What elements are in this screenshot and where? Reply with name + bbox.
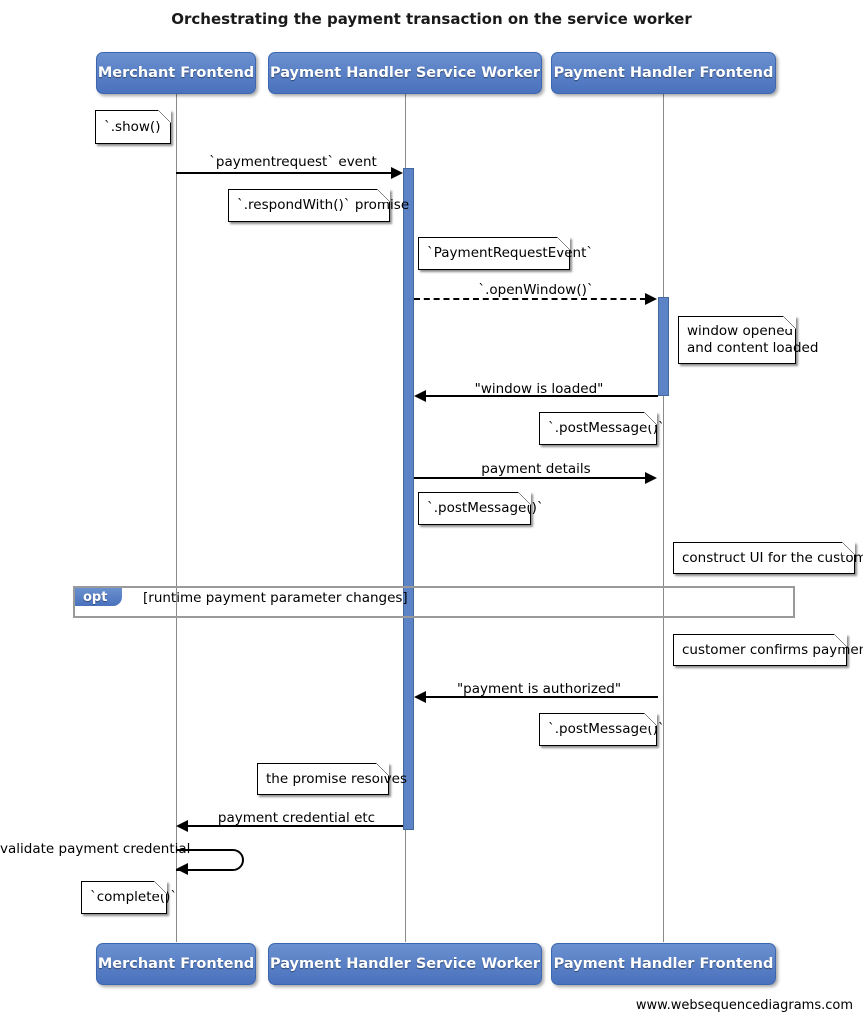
note-respondwith-promise-text: `.respondWith()` promise	[237, 197, 410, 213]
note-customer-confirms-text: customer confirms payment	[682, 641, 863, 658]
note-fold-icon	[644, 412, 657, 425]
note-fold-icon	[518, 492, 531, 505]
message-label-open-window: `.openWindow()`	[478, 282, 594, 298]
note-postmessage-1: `.postMessage()`	[539, 412, 665, 445]
actor-header-payment-handler-frontend[interactable]: Payment Handler Frontend	[551, 52, 776, 94]
note-fold-icon	[154, 881, 167, 894]
note-fold-icon	[376, 763, 389, 776]
note-window-opened: window opened and content loaded	[678, 316, 818, 364]
message-line-window-is-loaded	[426, 395, 658, 397]
activation-payment-handler-frontend	[658, 297, 669, 396]
note-postmessage-1-text: `.postMessage()`	[548, 420, 665, 436]
note-fold-icon	[377, 189, 390, 202]
message-arrowhead-payment-details	[645, 472, 657, 484]
actor-header-merchant-frontend-label: Merchant Frontend	[97, 65, 255, 81]
actor-header-payment-handler-service-worker[interactable]: Payment Handler Service Worker	[268, 52, 542, 94]
note-postmessage-3-text: `.postMessage()`	[548, 721, 665, 737]
note-complete: `complete()`	[81, 881, 177, 914]
message-arrowhead-window-is-loaded	[414, 390, 426, 402]
note-customer-confirms: customer confirms payment	[673, 634, 863, 666]
note-fold-icon	[644, 713, 657, 726]
note-paymentrequestevent-text: `PaymentRequestEvent`	[427, 245, 594, 261]
message-arrowhead-paymentrequest-event	[391, 167, 403, 179]
message-label-validate-payment-credential: validate payment credential	[0, 841, 191, 857]
note-postmessage-2-text: `.postMessage()`	[427, 500, 544, 516]
note-construct-ui: construct UI for the customer	[673, 542, 863, 574]
message-line-open-window	[414, 298, 646, 300]
note-show: `.show()`	[95, 110, 171, 144]
opt-fragment-condition: [runtime payment parameter changes]	[143, 590, 408, 606]
message-arrowhead-payment-is-authorized	[414, 691, 426, 703]
note-show-text: `.show()`	[104, 118, 168, 135]
message-line-payment-credential-etc	[188, 825, 403, 827]
message-label-payment-details: payment details	[481, 461, 591, 477]
message-selfloop-validate-payment-credential	[176, 849, 244, 871]
actor-header-payment-handler-service-worker-label: Payment Handler Service Worker	[269, 65, 541, 81]
activation-payment-handler-service-worker	[403, 168, 414, 830]
note-postmessage-3: `.postMessage()`	[539, 713, 665, 746]
actor-header-merchant-frontend[interactable]: Merchant Frontend	[96, 52, 256, 94]
opt-fragment	[73, 586, 795, 618]
actor-footer-merchant-frontend-label: Merchant Frontend	[97, 956, 255, 972]
note-respondwith-promise: `.respondWith()` promise	[228, 189, 409, 222]
note-postmessage-2: `.postMessage()`	[418, 492, 544, 525]
message-arrowhead-payment-credential-etc	[176, 820, 188, 832]
actor-header-payment-handler-frontend-label: Payment Handler Frontend	[553, 65, 774, 81]
note-fold-icon	[557, 237, 570, 250]
actor-footer-payment-handler-frontend[interactable]: Payment Handler Frontend	[551, 943, 776, 985]
opt-fragment-tag: opt	[75, 588, 122, 606]
page-title: Orchestrating the payment transaction on…	[171, 10, 692, 28]
opt-fragment-tag-label: opt	[83, 589, 108, 605]
message-arrowhead-validate-payment-credential	[176, 863, 188, 875]
note-window-opened-text: window opened and content loaded	[687, 323, 819, 356]
note-promise-resolves: the promise resolves	[257, 763, 407, 795]
note-fold-icon	[783, 316, 796, 329]
message-line-payment-details	[414, 477, 646, 479]
footer-credit: www.websequencediagrams.com	[635, 998, 853, 1013]
actor-footer-merchant-frontend[interactable]: Merchant Frontend	[96, 943, 256, 985]
note-fold-icon	[834, 634, 847, 647]
message-line-paymentrequest-event	[176, 172, 392, 174]
note-fold-icon	[158, 110, 171, 123]
message-label-paymentrequest-event: `paymentrequest` event	[209, 154, 377, 170]
lifeline-merchant-frontend	[176, 94, 177, 942]
message-arrowhead-open-window	[645, 293, 657, 305]
note-paymentrequestevent: `PaymentRequestEvent`	[418, 237, 593, 270]
lifeline-payment-handler-frontend	[663, 94, 664, 942]
note-construct-ui-text: construct UI for the customer	[682, 549, 863, 566]
message-label-window-is-loaded: "window is loaded"	[474, 381, 604, 397]
actor-footer-payment-handler-frontend-label: Payment Handler Frontend	[553, 956, 774, 972]
message-label-payment-is-authorized: "payment is authorized"	[456, 681, 622, 697]
actor-footer-payment-handler-service-worker-label: Payment Handler Service Worker	[269, 956, 541, 972]
message-label-payment-credential-etc: payment credential etc	[217, 810, 376, 826]
actor-footer-payment-handler-service-worker[interactable]: Payment Handler Service Worker	[268, 943, 542, 985]
message-line-payment-is-authorized	[426, 696, 658, 698]
note-promise-resolves-text: the promise resolves	[266, 770, 407, 787]
note-fold-icon	[842, 542, 855, 555]
